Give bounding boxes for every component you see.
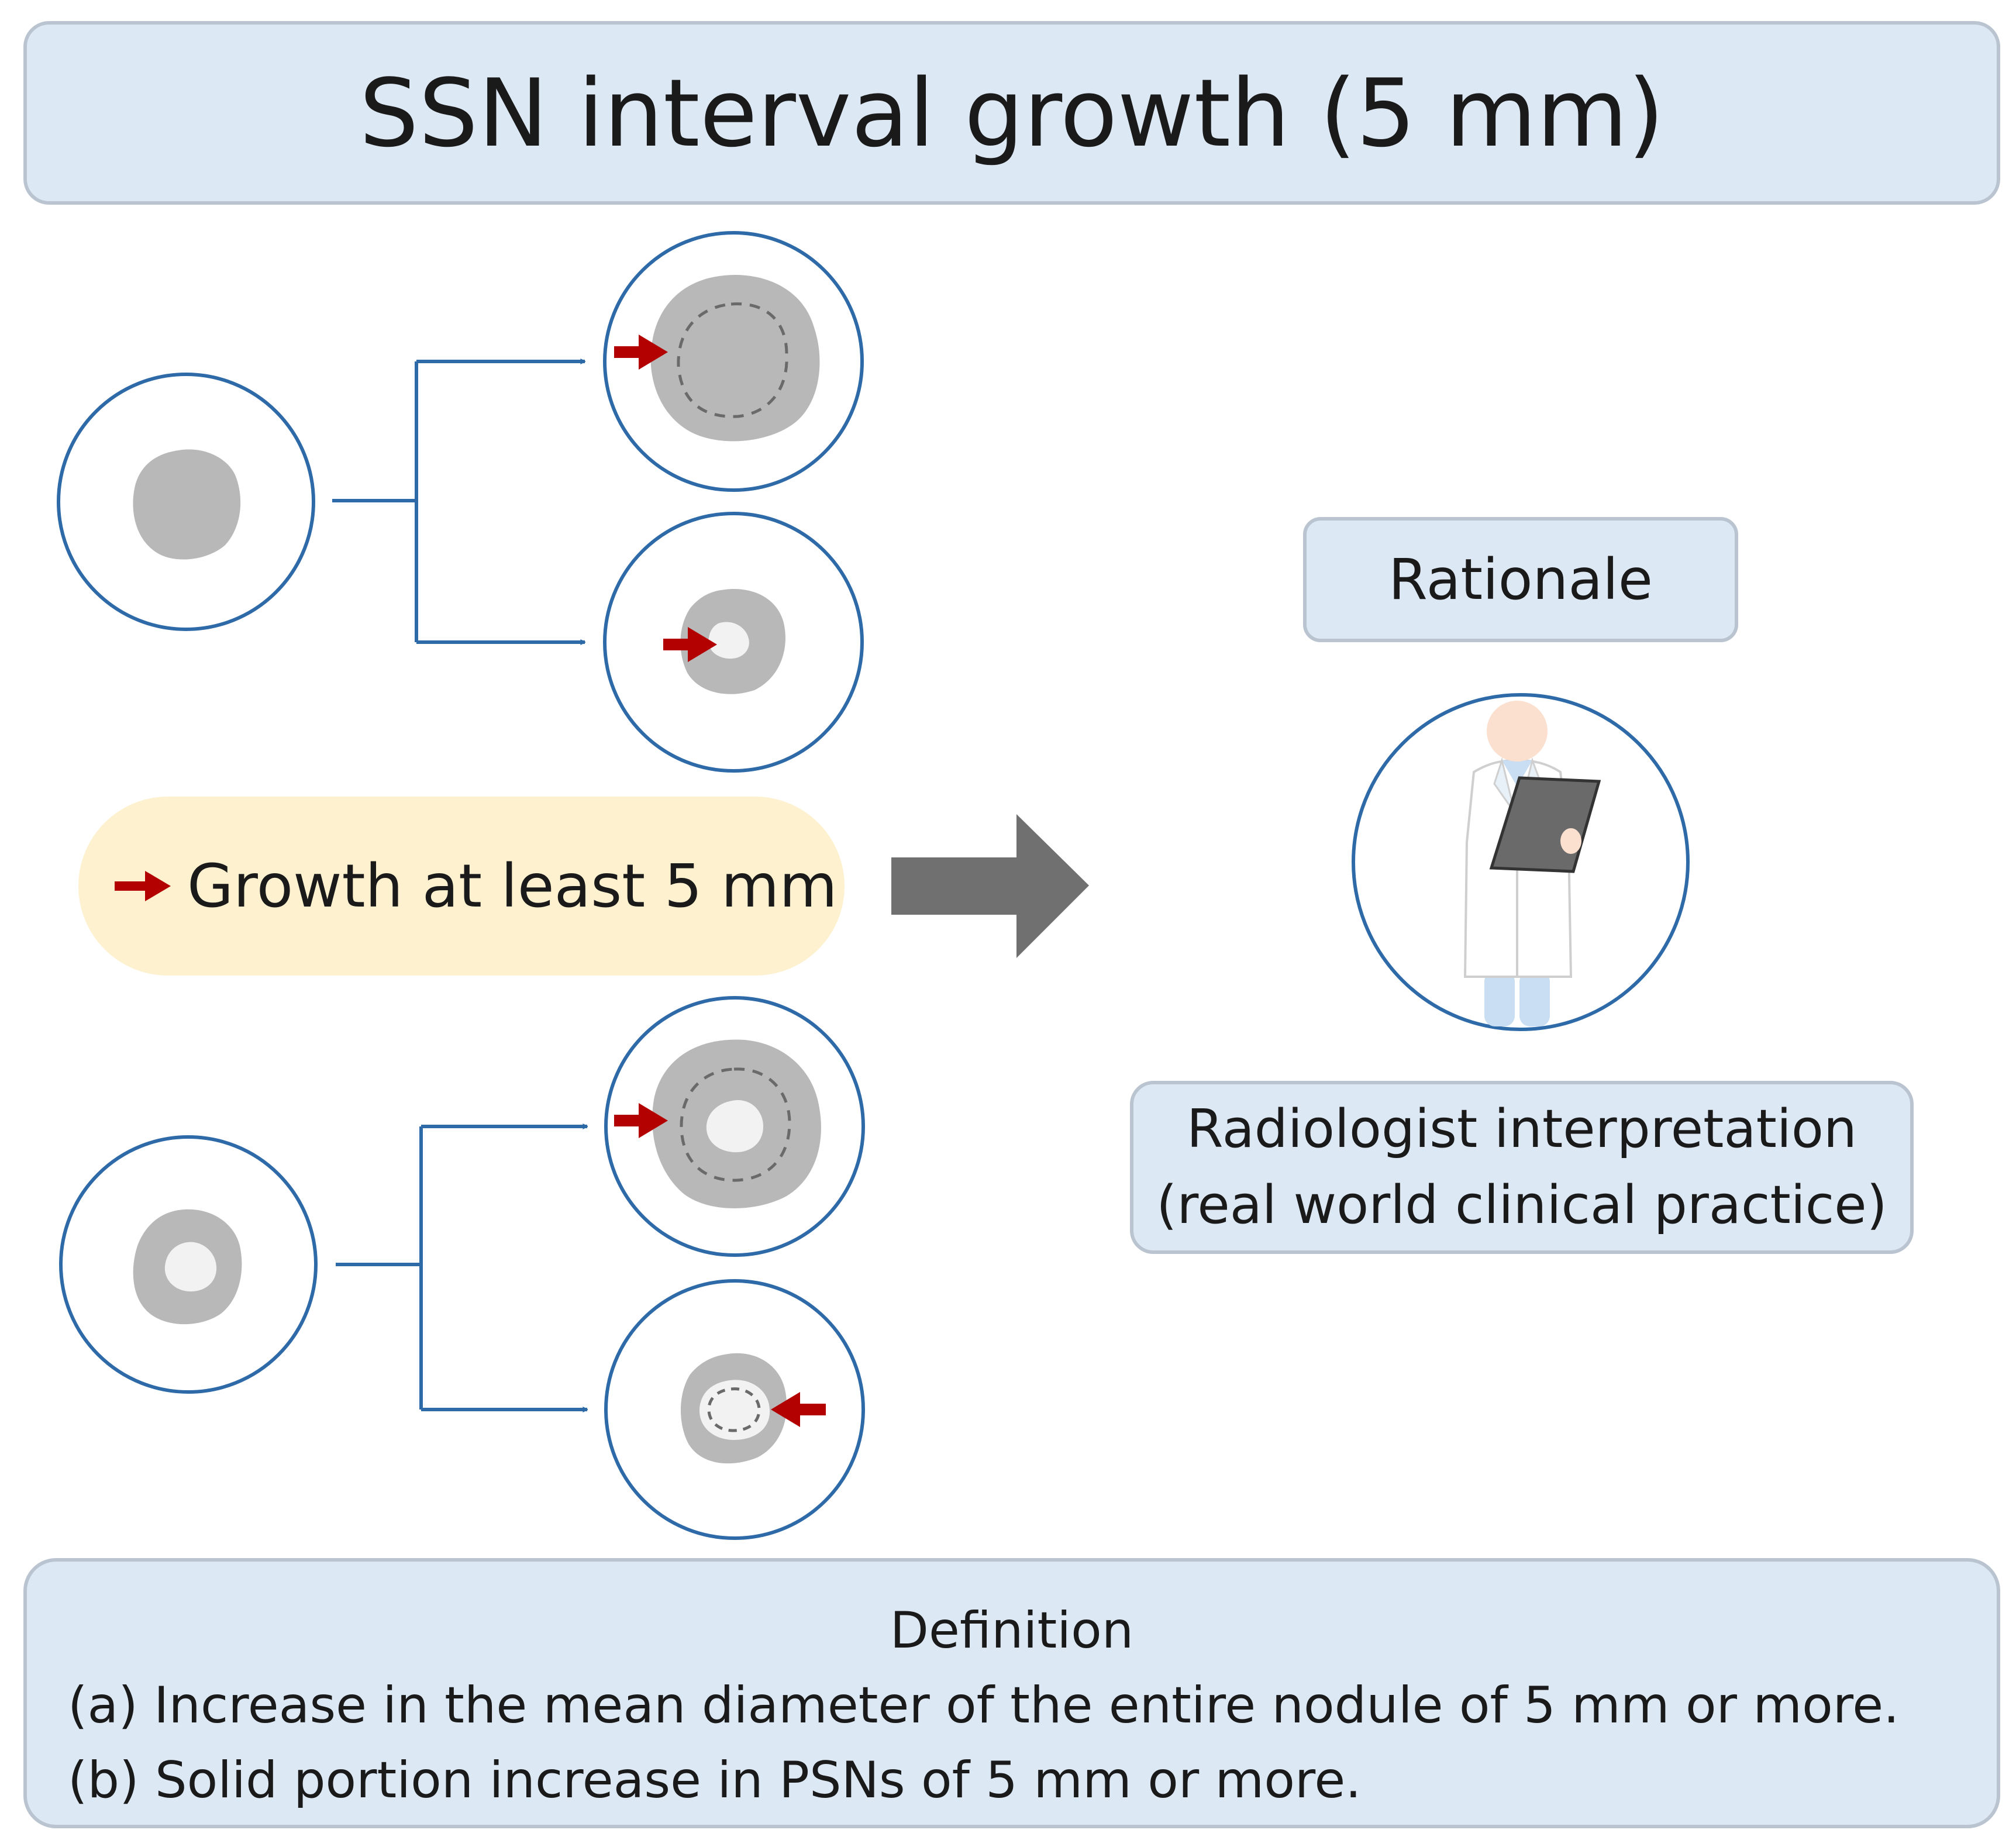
previous-size-outline (677, 302, 788, 418)
rationale-heading: Rationale (1388, 547, 1653, 612)
radiologist-caption-line1: Radiologist interpretation (1187, 1098, 1857, 1160)
definition-lines: (a) Increase in the mean diameter of the… (68, 1668, 1956, 1818)
ground-glass-nodule (133, 449, 241, 560)
radiologist-caption-box: Radiologist interpretation (real world c… (1130, 1081, 1914, 1254)
definition-line-a: (a) Increase in the mean diameter of the… (68, 1676, 1900, 1735)
growth-arrow-icon (771, 1392, 826, 1427)
branch-connector-a (332, 361, 585, 642)
branch-connector-b (336, 1126, 587, 1410)
enlarged-nodule (650, 275, 820, 442)
result-circle-b2 (604, 1279, 865, 1540)
radiologist-caption-line2: (real world clinical practice) (1156, 1174, 1887, 1236)
growth-legend: Growth at least 5 mm (78, 797, 845, 976)
solid-component (706, 1100, 763, 1153)
radiologist-figure (1352, 693, 1690, 1031)
scenario-a (57, 231, 864, 773)
solid-component (164, 1242, 217, 1292)
red-arrow-icon (115, 871, 171, 901)
growth-arrow-icon (614, 1103, 668, 1138)
page-title: SSN interval growth (5 mm) (359, 58, 1665, 168)
growth-legend-label: Growth at least 5 mm (187, 851, 838, 921)
definition-heading: Definition (890, 1601, 1134, 1660)
previous-size-outline (680, 1067, 791, 1182)
rationale-box: Rationale (1303, 517, 1738, 642)
definition-line-b: (b) Solid portion increase in PSNs of 5 … (68, 1751, 1362, 1810)
growth-arrow-icon (663, 627, 717, 662)
growth-arrow-icon (614, 335, 668, 370)
result-circle-a2 (603, 512, 864, 773)
title-banner: SSN interval growth (5 mm) (23, 21, 2000, 205)
big-right-arrow (891, 814, 1089, 958)
previous-solid-outline (707, 1387, 761, 1432)
baseline-circle-a (57, 373, 315, 631)
scenario-b (59, 996, 865, 1540)
result-circle-b1 (604, 996, 865, 1257)
definition-box: Definition (a) Increase in the mean diam… (23, 1558, 2000, 1828)
baseline-circle-b (59, 1135, 318, 1394)
result-circle-a1 (603, 231, 864, 492)
solid-component (708, 622, 749, 659)
